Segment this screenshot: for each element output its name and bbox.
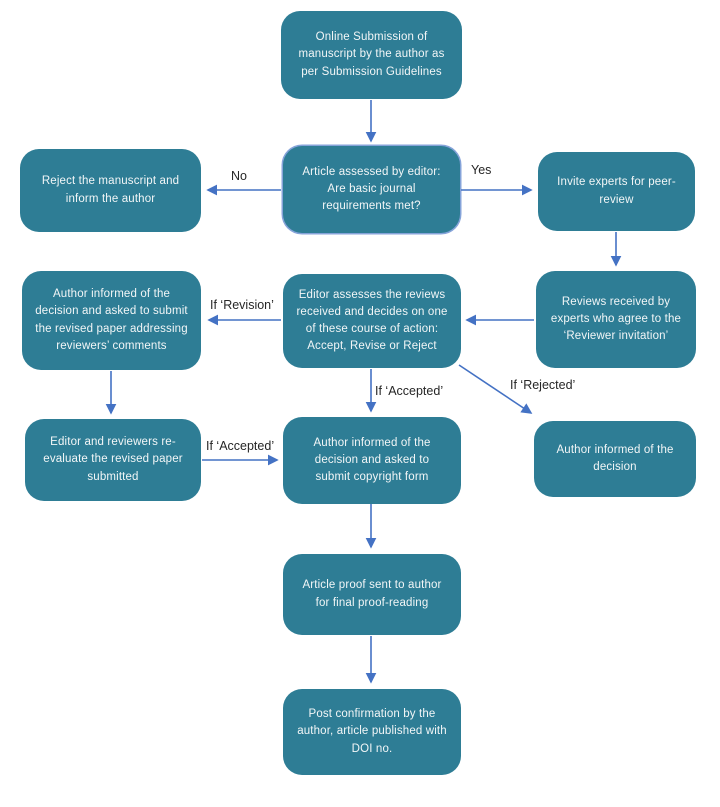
node-post-confirmation: Post confirmation by the author, article… <box>283 689 461 775</box>
node-article-assessed: Article assessed by editor: Are basic jo… <box>283 146 460 233</box>
node-invite-experts: Invite experts for peer-review <box>538 152 695 231</box>
node-reevaluate-revised-paper: Editor and reviewers re-evaluate the rev… <box>25 419 201 501</box>
edge-label-if-accepted-2: If ‘Accepted’ <box>206 439 275 453</box>
node-reviews-received: Reviews received by experts who agree to… <box>536 271 696 368</box>
edge-label-yes: Yes <box>471 163 492 177</box>
node-article-proof: Article proof sent to author for final p… <box>283 554 461 635</box>
edge-label-if-revision: If ‘Revision’ <box>210 298 274 312</box>
node-reject-manuscript: Reject the manuscript and inform the aut… <box>20 149 201 232</box>
node-online-submission: Online Submission of manuscript by the a… <box>281 11 462 99</box>
node-author-informed-revision: Author informed of the decision and aske… <box>22 271 201 370</box>
edge-label-no: No <box>231 169 247 183</box>
node-author-informed-decision: Author informed of the decision <box>534 421 696 497</box>
edge-label-if-rejected: If ‘Rejected’ <box>510 378 576 392</box>
edge-label-if-accepted: If ‘Accepted’ <box>375 384 444 398</box>
node-editor-assesses-reviews: Editor assesses the reviews received and… <box>283 274 461 368</box>
node-author-informed-copyright: Author informed of the decision and aske… <box>283 417 461 504</box>
